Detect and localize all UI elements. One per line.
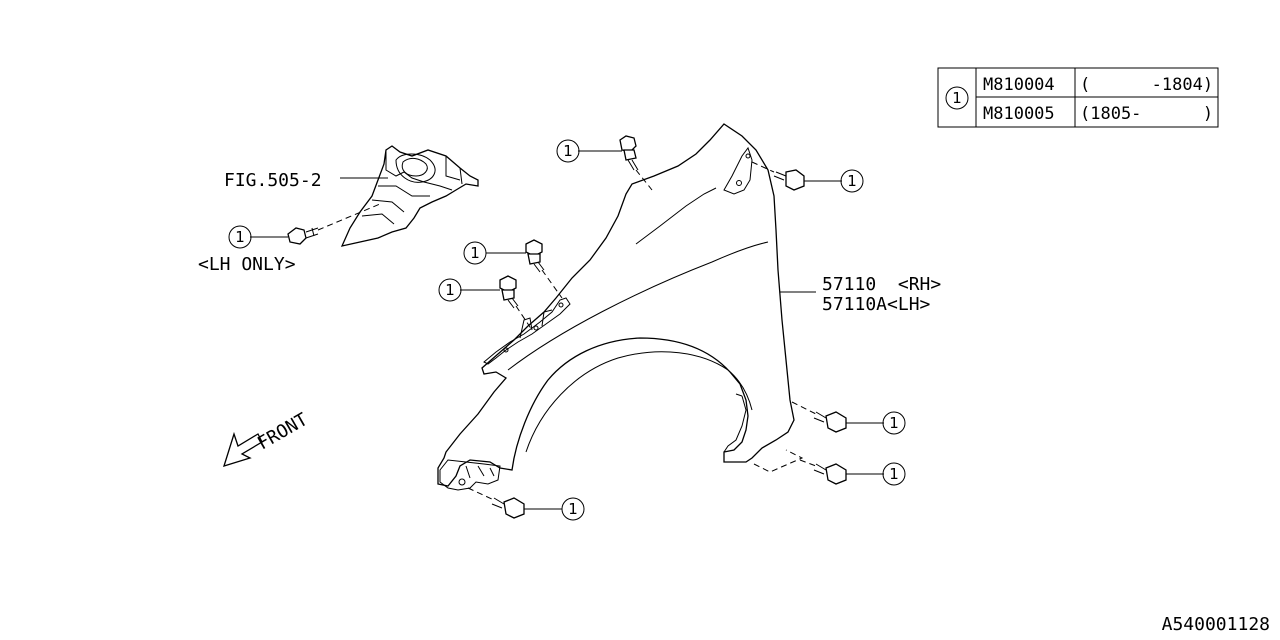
svg-text:1: 1: [889, 414, 899, 432]
bolt-inner-bracket: [287, 227, 319, 245]
callout-bolt-inner-bracket: 1: [228, 225, 252, 249]
table-range-1: ( -1804): [1080, 75, 1213, 95]
callout-bolt-rear-lower: 1: [882, 462, 906, 486]
front-label: FRONT: [254, 409, 312, 454]
part-number-lh: 57110A<LH>: [822, 294, 931, 315]
table-part-number-2: M810005: [983, 104, 1055, 124]
callout-bolt-flange-upper: 1: [463, 241, 487, 265]
callout-bolt-flange-lower: 1: [438, 278, 462, 302]
table-callout-circle: 1: [945, 86, 969, 110]
lh-only-label: <LH ONLY>: [198, 254, 296, 275]
callout-bolt-mount-top: 1: [840, 169, 864, 193]
svg-text:1: 1: [952, 89, 962, 107]
bolt-flange-upper: [525, 239, 545, 273]
bolt-fender-top: [619, 135, 639, 171]
callout-bolt-lower-front: 1: [561, 497, 585, 521]
front-direction-arrow-icon: [223, 431, 263, 467]
svg-text:1: 1: [470, 244, 480, 262]
bolt-flange-lower: [499, 275, 519, 309]
svg-text:1: 1: [889, 465, 899, 483]
svg-text:1: 1: [563, 142, 573, 160]
table-part-number-1: M810004: [983, 75, 1055, 95]
diagram-id: A540001128: [1162, 614, 1270, 635]
callout-bolt-fender-top: 1: [556, 139, 580, 163]
bolt-lower-front: [491, 497, 525, 519]
bolt-rear-upper: [813, 411, 847, 433]
bolt-rear-lower: [813, 463, 847, 485]
fig-ref-label: FIG.505-2: [224, 170, 322, 191]
front-fender-part: [437, 123, 795, 491]
bolt-mount-top: [773, 169, 805, 191]
svg-text:1: 1: [235, 228, 245, 246]
svg-text:1: 1: [568, 500, 578, 518]
callout-bolt-rear-upper: 1: [882, 411, 906, 435]
svg-text:1: 1: [445, 281, 455, 299]
svg-text:1: 1: [847, 172, 857, 190]
table-range-2: (1805- ): [1080, 104, 1213, 124]
part-number-rh: 57110 <RH>: [822, 274, 941, 295]
parts-table: 1 M810004 ( -1804) M810005 (1805- ): [937, 67, 1219, 128]
inner-bracket-part: [340, 145, 479, 247]
